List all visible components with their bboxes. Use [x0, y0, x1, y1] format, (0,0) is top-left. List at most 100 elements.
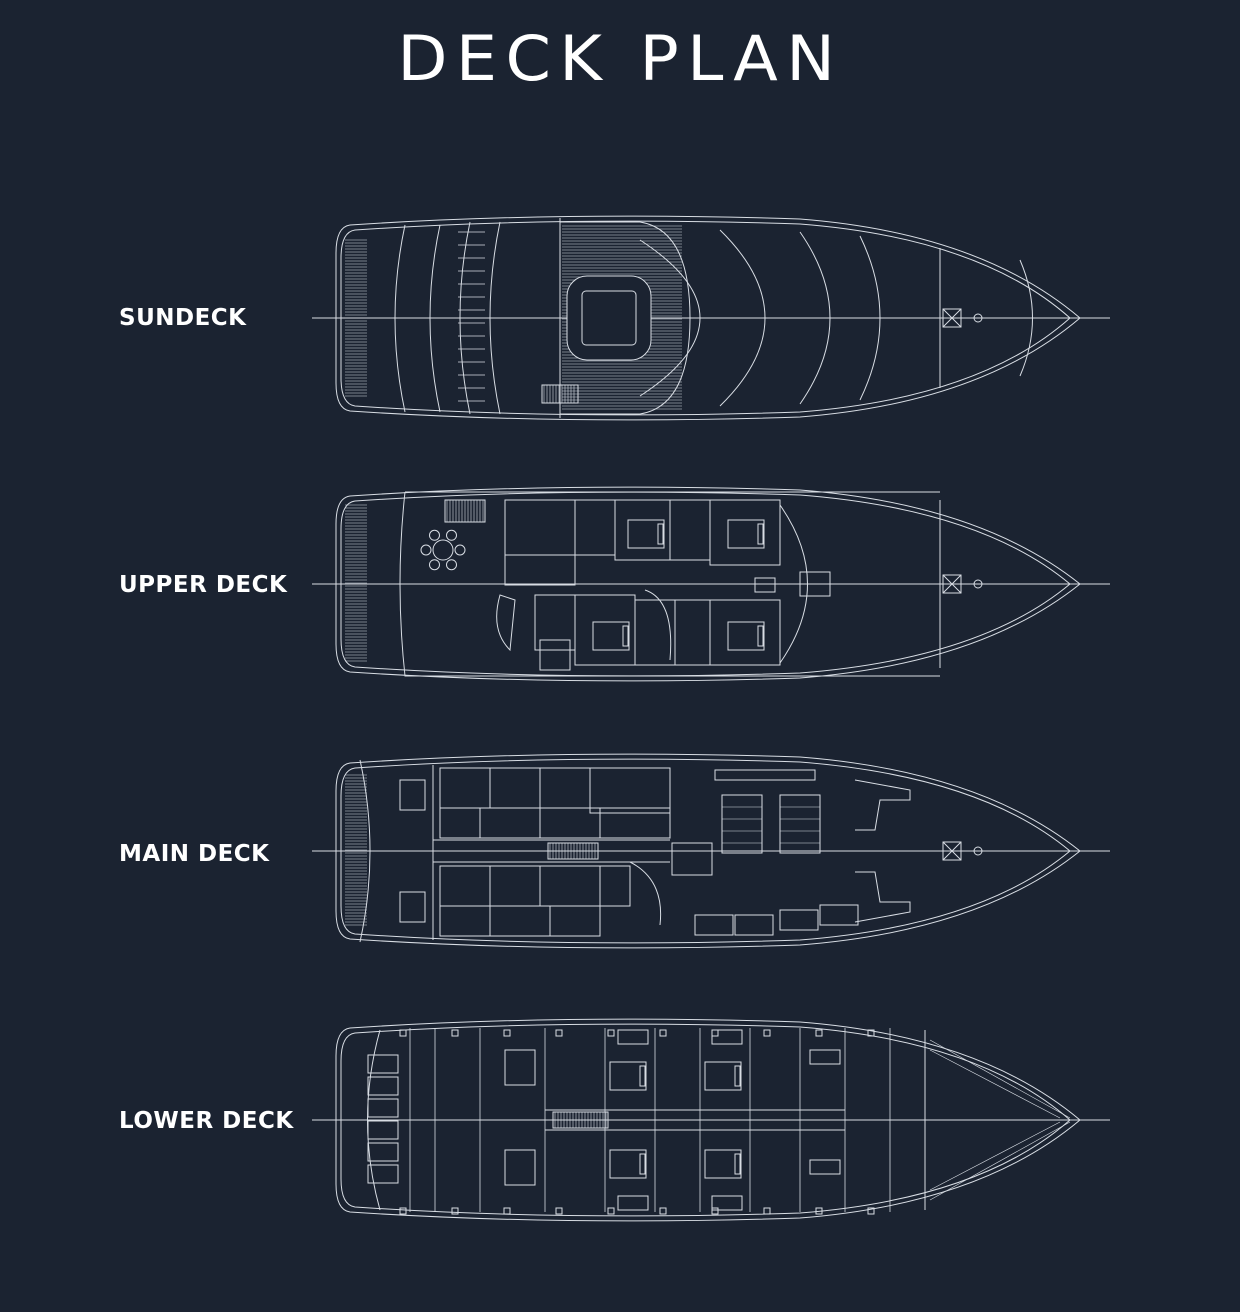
saloon-wall	[399, 491, 940, 677]
berth	[617, 1029, 649, 1045]
room	[504, 554, 576, 586]
room	[599, 865, 631, 907]
fixture	[555, 1029, 563, 1037]
room	[439, 905, 491, 937]
windlass	[973, 579, 983, 589]
fixture	[763, 1207, 771, 1215]
fixture	[503, 1029, 511, 1037]
room	[539, 639, 571, 671]
pillow	[757, 625, 764, 647]
fixture	[815, 1207, 823, 1215]
dining-table	[779, 794, 821, 854]
chair	[454, 544, 466, 556]
room	[574, 594, 636, 666]
plan-line	[942, 574, 962, 594]
counter	[714, 769, 816, 781]
hull-outline	[335, 486, 1081, 682]
chair	[429, 559, 440, 571]
room	[479, 807, 541, 839]
hull-outline	[340, 220, 1071, 416]
room	[439, 767, 491, 809]
bed	[592, 621, 630, 651]
upper-deck-plan	[312, 486, 1110, 682]
deck-label-upper-deck: UPPER DECK	[119, 572, 288, 598]
deck-arc	[639, 239, 701, 397]
fixture	[607, 1207, 615, 1215]
hull-outline	[340, 758, 1071, 944]
room	[669, 499, 711, 561]
room	[709, 499, 781, 566]
aft-arc	[359, 759, 371, 943]
table	[671, 842, 713, 876]
chair	[446, 529, 457, 541]
fixture	[815, 1029, 823, 1037]
room	[489, 905, 551, 937]
pillow	[639, 1153, 646, 1175]
room	[504, 499, 576, 556]
bed	[627, 519, 665, 549]
room	[574, 499, 616, 556]
stairs	[552, 1111, 609, 1129]
pillow	[734, 1153, 741, 1175]
sofa	[779, 909, 819, 931]
room	[634, 599, 676, 666]
bunk	[367, 1120, 399, 1140]
fixture	[711, 1029, 719, 1037]
wheelhouse	[779, 504, 808, 664]
room	[599, 807, 671, 839]
plan-line	[942, 841, 962, 861]
fixture	[607, 1029, 615, 1037]
sunbed	[399, 891, 426, 923]
plan-line	[942, 308, 962, 328]
hull-outline	[335, 215, 1081, 421]
page-title: DECK PLAN	[0, 22, 1240, 95]
spiral-stair	[644, 589, 672, 661]
pillow	[639, 1065, 646, 1087]
room	[489, 865, 541, 907]
berth	[809, 1049, 841, 1065]
sofa	[694, 914, 734, 936]
pillow	[657, 523, 664, 545]
deck-arc	[799, 231, 831, 405]
spiral-stair	[629, 861, 662, 926]
bed	[704, 1149, 742, 1179]
room	[439, 807, 481, 839]
deck-arc	[1019, 259, 1033, 377]
hull-outline	[335, 753, 1081, 949]
chair	[429, 529, 440, 541]
sofa	[496, 594, 516, 652]
deck-arc	[719, 229, 766, 407]
jacuzzi-inner	[581, 290, 637, 346]
fixture	[867, 1029, 875, 1037]
fixture	[763, 1029, 771, 1037]
room	[589, 767, 671, 814]
stairs	[541, 384, 579, 404]
bunk	[367, 1142, 399, 1162]
anchor-winch	[942, 574, 962, 594]
room	[534, 594, 576, 651]
chair	[420, 544, 432, 556]
windlass	[973, 313, 983, 323]
deck-arc	[429, 224, 441, 413]
room	[539, 767, 591, 809]
fixture	[867, 1207, 875, 1215]
deck-arc	[489, 221, 501, 415]
dining-table	[721, 794, 763, 854]
windlass	[973, 846, 983, 856]
room	[709, 599, 781, 666]
bow-seating	[854, 779, 911, 923]
bed	[609, 1061, 647, 1091]
bed	[727, 519, 765, 549]
sofa	[819, 904, 859, 926]
berth	[711, 1029, 743, 1045]
deck-arc	[859, 235, 881, 401]
bed	[704, 1061, 742, 1091]
hull-outline	[340, 1023, 1071, 1217]
pillow	[757, 523, 764, 545]
chain-locker	[929, 1039, 1071, 1119]
fixture	[451, 1029, 459, 1037]
bunk	[367, 1164, 399, 1184]
fixture	[399, 1207, 407, 1215]
room	[549, 905, 601, 937]
